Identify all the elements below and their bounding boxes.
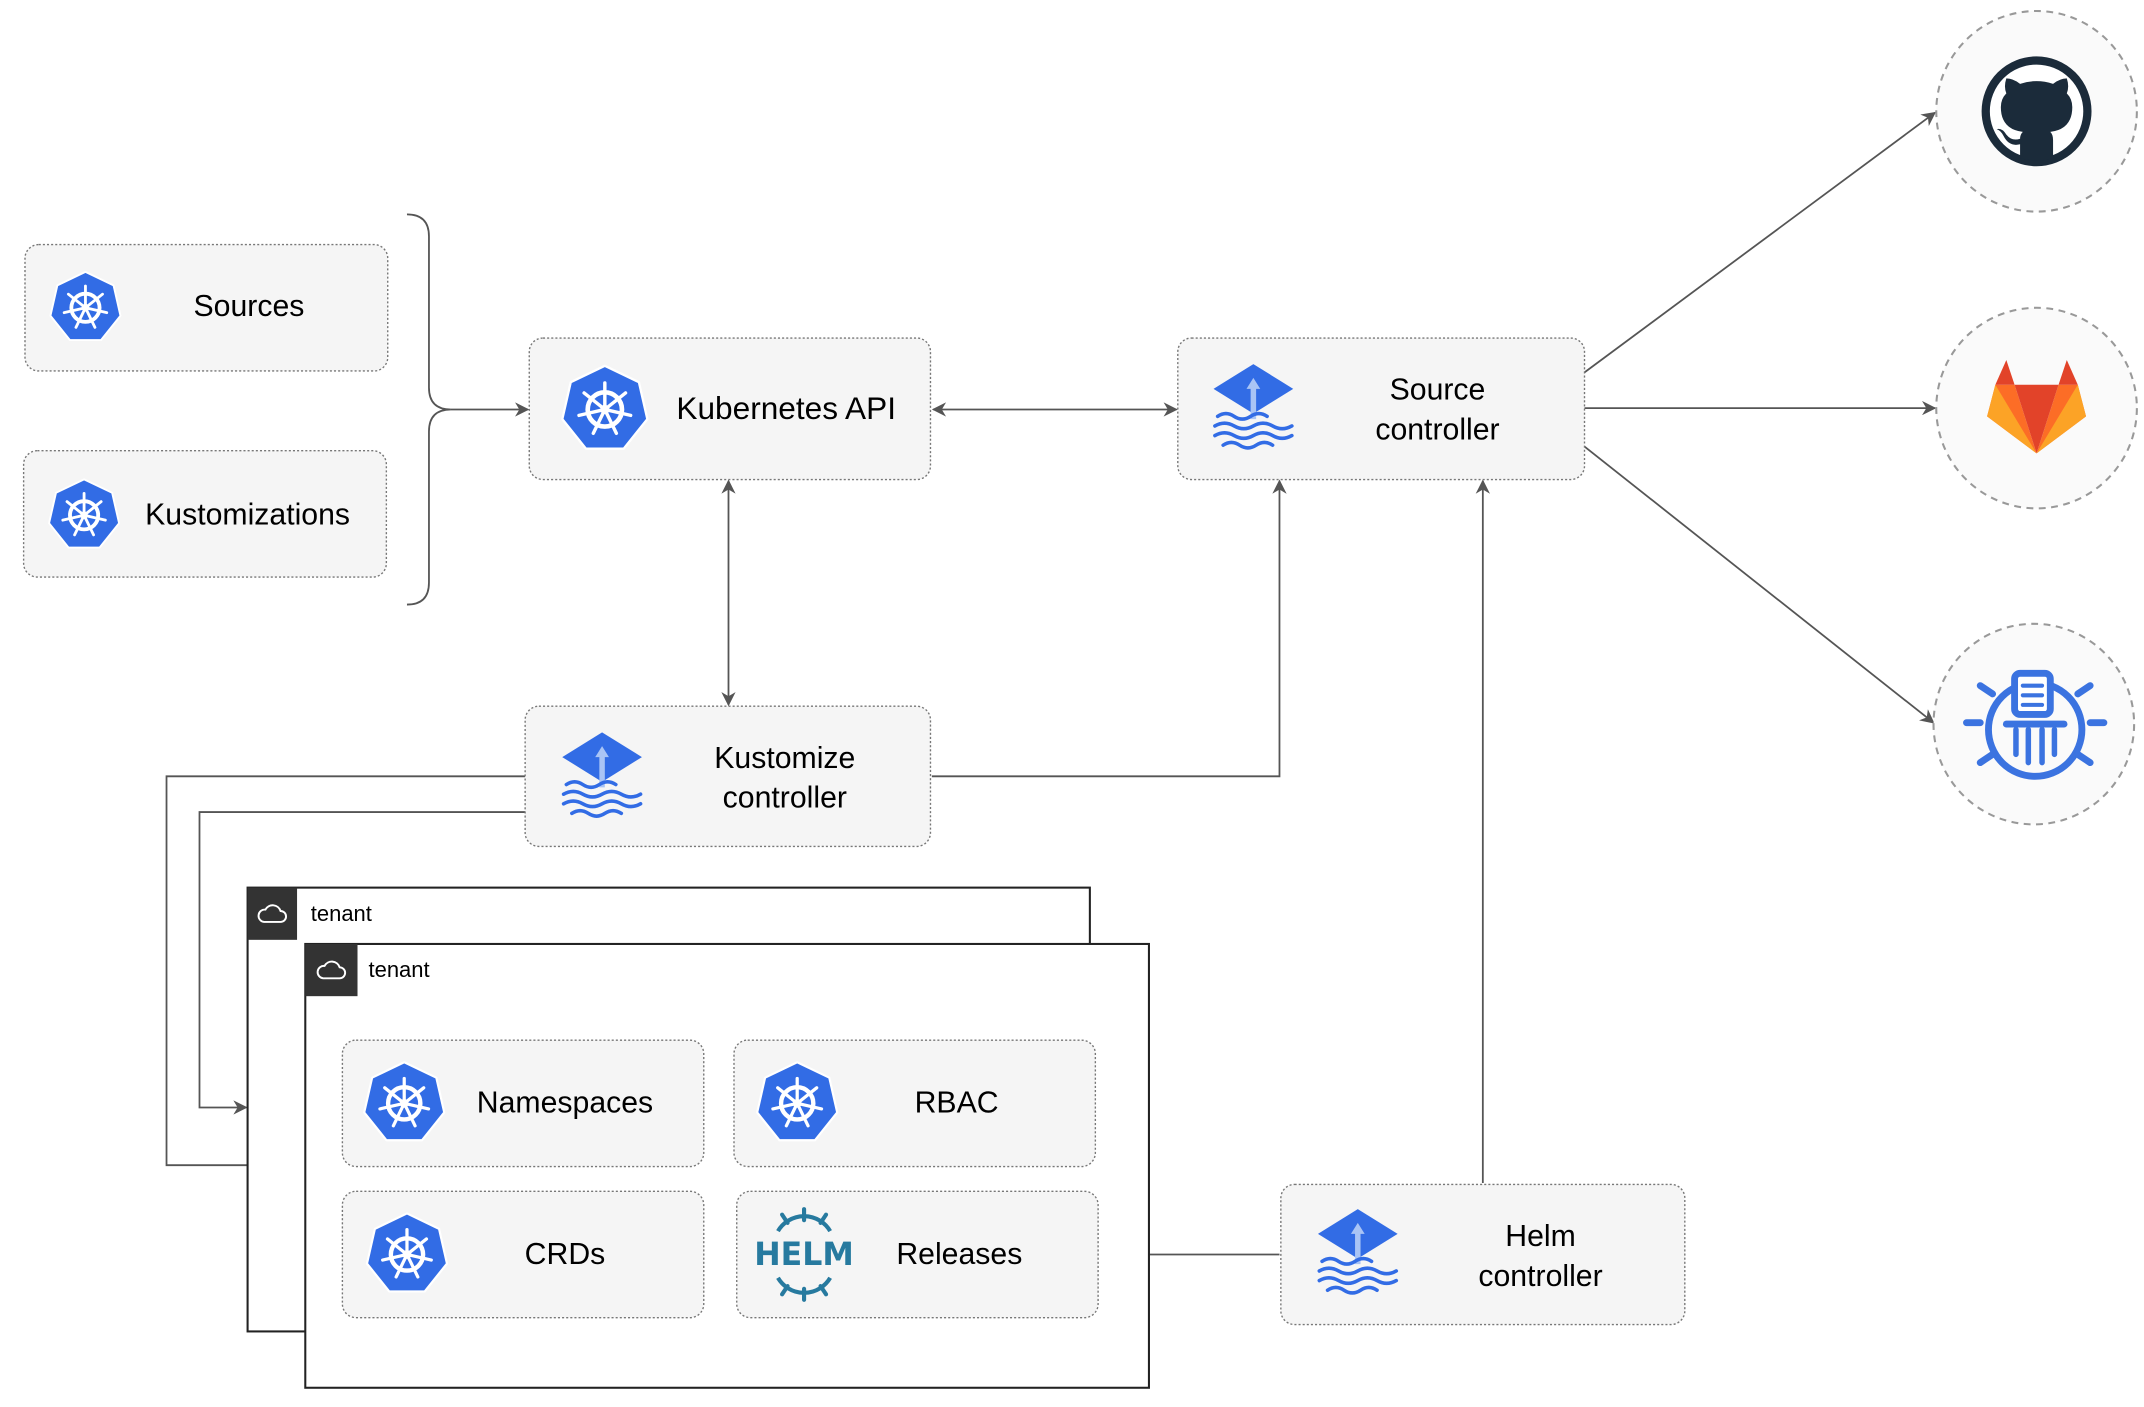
node-label-line2: controller xyxy=(1375,413,1499,446)
node-kustomize-controller[interactable]: Kustomize controller xyxy=(524,705,932,848)
tenant-label: tenant xyxy=(311,901,372,926)
node-label: Sources xyxy=(194,290,305,323)
node-crds[interactable]: CRDs xyxy=(341,1190,705,1319)
github-source[interactable] xyxy=(1935,9,2138,213)
bucket-source[interactable] xyxy=(1932,622,2136,826)
node-label: Kustomizations xyxy=(145,499,350,532)
node-kubernetes-api[interactable]: Kubernetes API xyxy=(528,337,932,481)
edge-source-to-bucket xyxy=(1583,445,1935,724)
node-label: Releases xyxy=(896,1238,1022,1271)
node-source-controller[interactable]: Source controller xyxy=(1177,337,1586,481)
node-label-line2: controller xyxy=(723,782,847,815)
edge-kustomize-to-tenant-back xyxy=(198,811,526,1115)
brace-connector xyxy=(406,213,451,606)
tenant-label: tenant xyxy=(369,957,430,982)
github-icon xyxy=(1981,56,2092,167)
node-label: Kubernetes API xyxy=(676,390,896,426)
node-label-line1: Source xyxy=(1390,374,1486,407)
node-releases[interactable]: HELM Releases xyxy=(736,1190,1099,1319)
node-namespaces[interactable]: Namespaces xyxy=(341,1039,705,1168)
edge-kustomize-to-tenant-front xyxy=(165,775,526,1173)
bucket-icon xyxy=(1963,669,2108,780)
node-label-line1: Helm xyxy=(1505,1220,1576,1253)
edge-kustomize-to-source-controller xyxy=(931,479,1287,778)
gitlab-icon xyxy=(1987,359,2087,454)
node-kustomizations[interactable]: Kustomizations xyxy=(22,449,388,578)
helm-icon: HELM xyxy=(754,1207,854,1302)
node-label: CRDs xyxy=(525,1238,606,1271)
node-label: Namespaces xyxy=(477,1087,653,1120)
node-label-line2: controller xyxy=(1478,1260,1602,1293)
helm-logo-text: HELM xyxy=(754,1237,854,1273)
node-label-line1: Kustomize xyxy=(714,742,855,775)
node-sources[interactable]: Sources xyxy=(24,243,389,372)
gitlab-source[interactable] xyxy=(1935,306,2138,510)
node-label: RBAC xyxy=(915,1087,999,1120)
node-helm-controller[interactable]: Helm controller xyxy=(1280,1183,1686,1326)
edge-source-to-github xyxy=(1583,111,1937,374)
node-rbac[interactable]: RBAC xyxy=(733,1039,1097,1168)
